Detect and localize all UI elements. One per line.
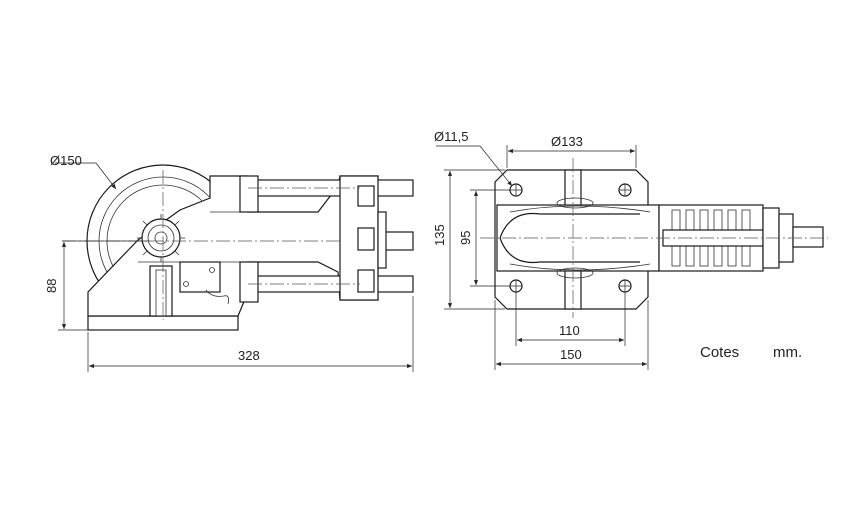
length-label: 328: [238, 348, 260, 363]
units-unit: mm.: [773, 344, 802, 361]
outer-width-label: 150: [560, 347, 582, 362]
side-view: Ø150 88 328: [44, 153, 414, 372]
inner-width-label: 110: [559, 323, 580, 338]
units-word: Cotes: [700, 344, 739, 361]
units-note: Cotes mm.: [700, 344, 802, 361]
diameter-label: Ø150: [50, 153, 82, 168]
frame-body: [87, 175, 379, 317]
front-view: Ø11,5 Ø133 135 95 110 150: [432, 129, 828, 370]
bolt-circle-label: Ø133: [551, 134, 583, 149]
height-label: 88: [44, 279, 59, 293]
spindle: [792, 226, 824, 248]
hole-diameter-label: Ø11,5: [434, 129, 468, 144]
base-plate: [87, 315, 239, 331]
inner-height-label: 95: [458, 231, 473, 245]
outer-height-label: 135: [432, 224, 447, 246]
